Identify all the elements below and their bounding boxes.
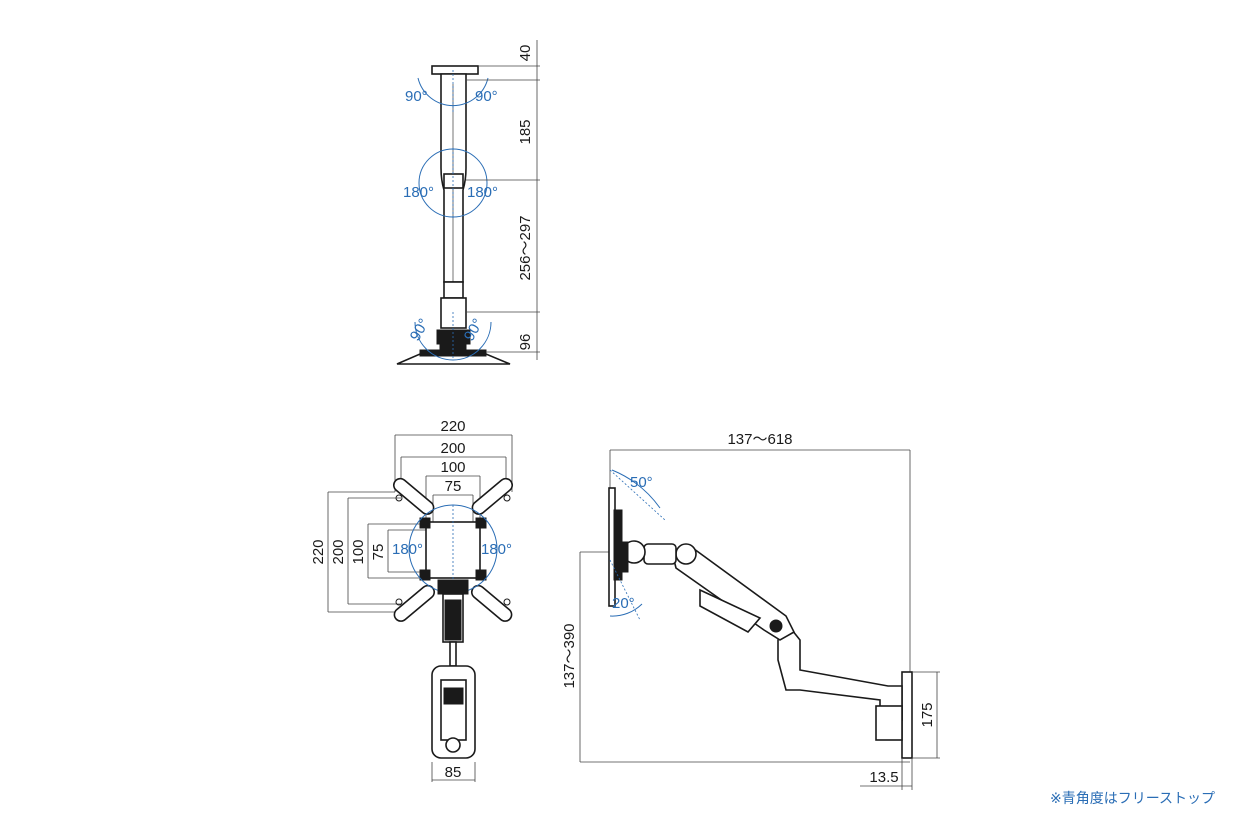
dim-200-h: 200	[330, 539, 347, 564]
angle-label: 50°	[630, 474, 653, 491]
angle-label: 180°	[403, 184, 434, 201]
angle-label: 90°	[405, 88, 428, 105]
dim-96: 96	[517, 334, 534, 351]
angle-label: 180°	[392, 541, 423, 558]
top-view: 40 185 256〜297 96 90° 90° 180° 180° 90° …	[396, 40, 540, 365]
free-stop-note: ※青角度はフリーストップ	[1050, 791, 1215, 807]
dim-13-5: 13.5	[869, 769, 898, 786]
dim-175: 175	[919, 702, 936, 727]
dim-75-h: 75	[370, 544, 387, 561]
dim-185: 185	[517, 119, 534, 144]
dim-100-w: 100	[440, 459, 465, 476]
dim-256-297: 256〜297	[517, 215, 534, 280]
top-plate	[431, 65, 479, 75]
angle-label: 90°	[475, 88, 498, 105]
dim-40: 40	[517, 45, 534, 62]
dim-200-w: 200	[440, 440, 465, 457]
dim-220-w: 220	[440, 418, 465, 435]
angle-label: 90°	[407, 316, 433, 344]
side-view: 137〜618 137〜390 175 13.5	[561, 431, 940, 790]
dim-100-h: 100	[350, 539, 367, 564]
dim-85: 85	[445, 764, 462, 781]
angle-label: 20°	[612, 595, 635, 612]
dim-220-h: 220	[310, 539, 327, 564]
dim-75-w: 75	[445, 478, 462, 495]
wall-plate	[901, 671, 913, 759]
dim-reach: 137〜618	[727, 431, 792, 448]
dim-height: 137〜390	[561, 623, 578, 688]
angle-label: 180°	[481, 541, 512, 558]
front-view: 220 200 100 75 220 200 100 75	[310, 418, 514, 782]
angle-label: 180°	[467, 184, 498, 201]
